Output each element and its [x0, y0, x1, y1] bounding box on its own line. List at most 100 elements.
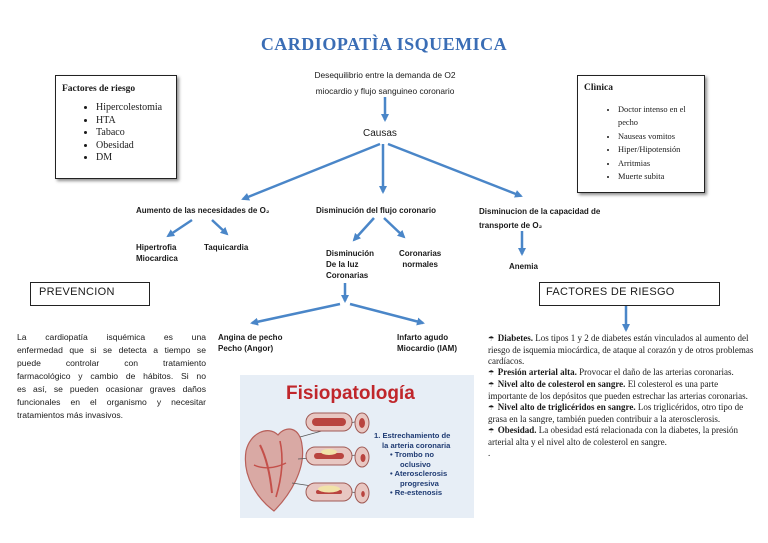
- factor-bold: Presión arterial alta.: [497, 367, 577, 377]
- bullet-icon: ☂: [488, 369, 498, 377]
- list-item: Hiper/Hipotensión: [618, 143, 698, 156]
- arrow-left-taquicardia: [211, 219, 229, 236]
- causas-label: Causas: [363, 128, 397, 139]
- node-hipertrofia: Hipertrofia Miocardica: [136, 242, 178, 264]
- artery-section-3: [305, 482, 353, 502]
- fisiopatologia-figure: Fisiopatología: [240, 375, 474, 518]
- branch-left: Aumento de las necesidades de O₂: [136, 206, 270, 215]
- list-item: Arritmias: [618, 157, 698, 170]
- clinic-list: Doctor intenso en el pecho Nauseas vomit…: [584, 103, 698, 183]
- bullet-icon: ☂: [488, 381, 498, 389]
- bullet-icon: ☂: [488, 427, 498, 435]
- bullet-icon: ☂: [488, 404, 498, 412]
- coronary-vessel: [259, 444, 273, 494]
- factores-heading: FACTORES DE RIESGO: [539, 282, 720, 306]
- prevencion-line: puede controlar con tratamiento: [17, 358, 206, 368]
- factor-text: Los tipos 1 y 2 de diabetes están vincul…: [488, 333, 754, 366]
- node-taquicardia: Taquicardia: [204, 243, 249, 252]
- node-infarto-line-2: Miocardio (IAM): [397, 344, 457, 353]
- node-disminucion-line-1: Disminución: [326, 249, 375, 258]
- figure-bullet-cont: progresiva: [400, 478, 439, 488]
- risk-factors-box: Factores de riesgo Hipercolestomia HTA T…: [55, 75, 177, 179]
- arrow-angina: [250, 302, 341, 326]
- list-item: ☂ Nivel alto de colesterol en sangre. El…: [488, 379, 756, 402]
- node-disminucion-line-3: Coronarias: [326, 271, 369, 280]
- list-item: Obesidad: [96, 140, 170, 153]
- list-item: Tabaco: [96, 127, 170, 140]
- artery-section-1: [305, 412, 353, 432]
- prevencion-line: es así, se pueden ocasionar graves daños: [17, 384, 206, 394]
- coronary-vessel: [253, 462, 287, 469]
- list-item: DM: [96, 152, 170, 165]
- figure-bullet: • Trombo no: [390, 450, 434, 459]
- heart-artery-illustration: [244, 412, 370, 512]
- node-disminucion-line-2: De la luz: [326, 260, 359, 269]
- factor-text: El colesterol es una parte importante de…: [488, 379, 748, 401]
- node-infarto-line-1: Infarto agudo: [397, 333, 449, 342]
- factor-text: La obesidad está relacionada con la diab…: [488, 425, 738, 447]
- factor-bold: Diabetes.: [497, 333, 534, 343]
- node-coronarias-line-1: Coronarias: [399, 249, 442, 258]
- node-angina-line-1: Angina de pecho: [218, 333, 283, 342]
- node-hipertrofia-line-2: Miocardica: [136, 254, 178, 263]
- node-hipertrofia-line-1: Hipertrofia: [136, 243, 177, 252]
- figure-title: Fisiopatología: [286, 383, 415, 404]
- clinic-box: Clìnica Doctor intenso en el pecho Nause…: [577, 75, 705, 193]
- definition-line-2: miocardio y flujo sanguineo coronario: [315, 86, 455, 96]
- figure-bullet: • Re-estenosis: [390, 488, 443, 497]
- prevencion-text: La cardiopatía isquémica es una enfermed…: [17, 331, 206, 422]
- branch-right-line-1: Disminucion de la capacidad de: [479, 207, 601, 216]
- node-disminucion-luz: Disminución De la luz Coronarias: [326, 248, 374, 281]
- arrow-causas-right: [387, 142, 523, 198]
- node-coronarias-line-2: normales: [402, 260, 438, 269]
- branch-middle: Disminución del flujo coronario: [316, 206, 437, 215]
- factor-bold: Obesidad.: [497, 425, 537, 435]
- branch-right-line-2: transporte de O₂: [479, 221, 543, 230]
- clinic-heading: Clìnica: [584, 83, 614, 93]
- arrow-causas-left: [241, 142, 381, 201]
- arrow-middle-coronarias: [383, 217, 406, 239]
- list-item: Hipercolestomia: [96, 102, 170, 115]
- prevencion-line: funcionales en el organismo y necesitar: [17, 397, 206, 407]
- artery-section-2: [305, 446, 353, 466]
- page-title: CARDIOPATÌA ISQUEMICA: [260, 34, 508, 54]
- list-item: Muerte subita: [618, 170, 698, 183]
- prevencion-line: tratamientos más invasivos.: [17, 410, 124, 420]
- list-item: ☂ Presión arterial alta. Provocar el dañ…: [488, 367, 756, 379]
- risk-factors-list: Hipercolestomia HTA Tabaco Obesidad DM: [62, 102, 170, 165]
- figure-item-1b: la arteria coronaria: [382, 440, 451, 450]
- prevencion-heading: PREVENCION: [30, 282, 150, 306]
- node-anemia: Anemia: [509, 262, 538, 271]
- coronary-vessel: [275, 440, 283, 498]
- list-item: ☂ Diabetes. Los tipos 1 y 2 de diabetes …: [488, 333, 756, 367]
- node-angina-line-2: Pecho (Angor): [218, 344, 274, 353]
- arrow-middle-disminucion: [352, 217, 375, 242]
- arrow-infarto: [349, 302, 425, 326]
- factores-list: ☂ Diabetes. Los tipos 1 y 2 de diabetes …: [488, 333, 756, 459]
- prevencion-line: enfermedad que si se detecta a tiempo se: [17, 345, 206, 355]
- factor-text: Los triglicéridos, otro tipo de grasa en…: [488, 402, 744, 424]
- figure-bullet: • Aterosclerosis: [390, 469, 448, 478]
- definition-text: Desequilibrio entre la demanda de O2 mio…: [300, 67, 470, 99]
- factor-bold: Nivel alto de triglicéridos en sangre.: [497, 402, 636, 412]
- risk-factors-heading: Factores de riesgo: [62, 84, 136, 94]
- definition-line-1: Desequilibrio entre la demanda de O2: [314, 70, 456, 80]
- figure-caption: 1. Estrechamiento de la arteria coronari…: [374, 431, 472, 498]
- node-angina: Angina de pecho Pecho (Angor): [218, 332, 282, 354]
- prevencion-line: La cardiopatía isquémica es una: [17, 332, 206, 342]
- list-item: ☂ Nivel alto de triglicéridos en sangre.…: [488, 402, 756, 425]
- artery-cross-section: [354, 412, 370, 504]
- prevencion-line: farmacológico y cambio de hábitos. Si no: [17, 371, 206, 381]
- list-item: ☂ Obesidad. La obesidad está relacionada…: [488, 425, 756, 448]
- list-item: HTA: [96, 115, 170, 128]
- figure-item-1: 1. Estrechamiento de: [374, 431, 451, 440]
- arrow-left-hipertrofia: [166, 218, 193, 238]
- factor-bold: Nivel alto de colesterol en sangre.: [497, 379, 626, 389]
- factores-trailing: .: [488, 448, 491, 458]
- branch-right: Disminucion de la capacidad de transport…: [479, 205, 600, 233]
- bullet-icon: ☂: [488, 335, 498, 343]
- list-item: Doctor intenso en el pecho: [618, 103, 698, 130]
- heart-shape: [244, 428, 304, 512]
- node-coronarias-normales: Coronarias normales: [399, 248, 441, 270]
